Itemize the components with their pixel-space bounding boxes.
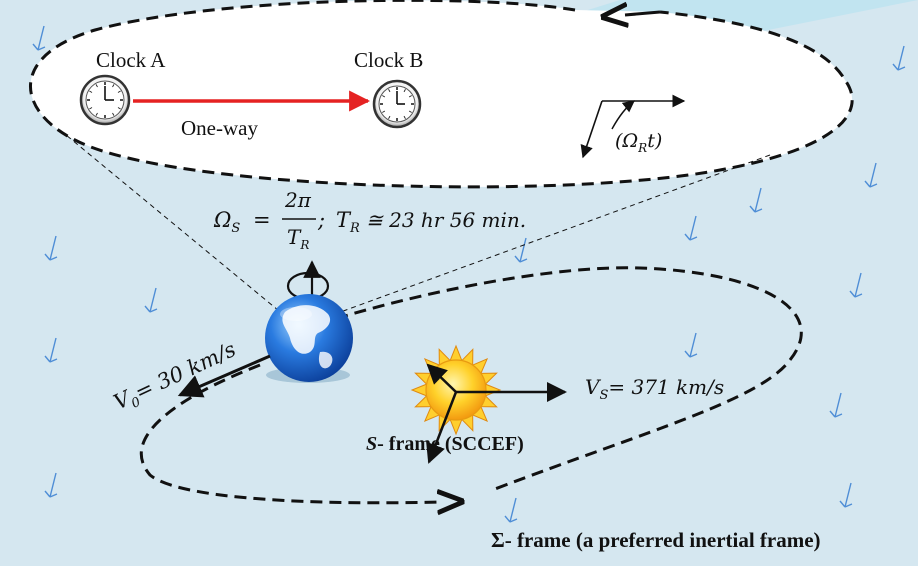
clock-b-label: Clock B: [354, 48, 423, 72]
one-way-label: One-way: [181, 116, 258, 140]
field-arrow-icon: [44, 472, 58, 498]
earth-orbit-path: [139, 363, 440, 503]
svg-text:TR: TR: [336, 208, 360, 236]
svg-text:;: ;: [317, 208, 325, 232]
sun-frame-axes: [426, 363, 567, 464]
rotation-equation: ΩS = 2π TR ; TR ≅ 23 hr 56 min.: [213, 188, 526, 252]
svg-text:TR: TR: [287, 225, 309, 252]
field-arrow-icon: [839, 482, 853, 508]
sun-icon: [410, 344, 502, 436]
field-arrow-icon: [684, 215, 698, 241]
field-arrow-icon: [44, 235, 58, 261]
svg-text:≅ 23 hr 56 min.: ≅ 23 hr 56 min.: [366, 208, 526, 232]
field-arrow-icon: [749, 187, 763, 213]
field-arrows: [32, 25, 906, 523]
rotation-angle-label: (ΩRt): [615, 130, 662, 155]
field-arrow-icon: [44, 337, 58, 363]
ellipse-direction-arrow: [625, 12, 661, 15]
earth-globe-icon: [265, 294, 353, 383]
s-frame-label: S- frame (SCCEF): [366, 433, 524, 455]
clock-b-icon: [372, 79, 422, 129]
sun-orbit-ellipse: [299, 266, 803, 491]
field-arrow-icon: [504, 497, 518, 523]
clock-a-icon: [79, 74, 131, 126]
field-arrow-icon: [892, 45, 906, 71]
field-arrow-icon: [32, 25, 46, 51]
rotating-axes: [580, 94, 686, 159]
svg-text:2π: 2π: [284, 188, 312, 212]
clock-a-label: Clock A: [96, 48, 166, 72]
svg-text:=: =: [253, 208, 271, 232]
field-arrow-icon: [864, 162, 878, 188]
earth-velocity-arrow: [177, 354, 271, 398]
field-arrow-icon: [144, 287, 158, 313]
sigma-frame-label: Σ- frame (a preferred inertial frame): [491, 528, 821, 552]
sun-velocity-label: VS= 371 km/s: [585, 375, 724, 403]
field-arrow-icon: [829, 392, 843, 418]
clock-frame-ellipse: [28, 0, 854, 189]
field-arrow-icon: [849, 272, 863, 298]
projection-line-right: [304, 154, 771, 326]
projection-line-left: [59, 129, 291, 321]
field-arrow-icon: [514, 237, 528, 263]
field-arrow-icon: [684, 332, 698, 358]
svg-text:ΩS: ΩS: [213, 208, 240, 236]
